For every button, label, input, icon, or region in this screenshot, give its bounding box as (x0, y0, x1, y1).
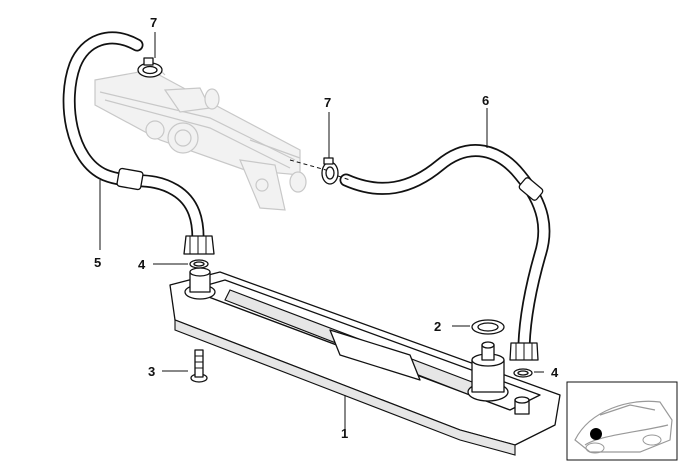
callout-2: 2 (434, 319, 441, 334)
callout-7-upper: 7 (150, 15, 157, 30)
seal-ring (471, 319, 505, 335)
hose-clamp-middle (321, 157, 339, 185)
callout-1: 1 (341, 426, 348, 441)
bolt (190, 349, 208, 383)
callout-4-right: 4 (551, 365, 559, 380)
vehicle-locator-inset (566, 381, 678, 461)
ghost-pipe-assembly (94, 59, 307, 211)
callout-3: 3 (148, 364, 155, 379)
callout-7-middle: 7 (324, 95, 331, 110)
location-marker (590, 428, 602, 440)
oil-cooler (169, 267, 561, 456)
o-ring-right (513, 368, 533, 378)
callout-5: 5 (94, 255, 101, 270)
hose-clamp-upper (137, 57, 163, 78)
callout-4-left: 4 (138, 257, 146, 272)
callout-6: 6 (482, 93, 489, 108)
leader-lines (99, 32, 544, 430)
hose-right (339, 144, 551, 361)
o-ring-left (189, 259, 209, 269)
hose-left (62, 31, 215, 255)
callout-labels: 1 2 3 4 4 5 6 7 7 (94, 15, 559, 441)
